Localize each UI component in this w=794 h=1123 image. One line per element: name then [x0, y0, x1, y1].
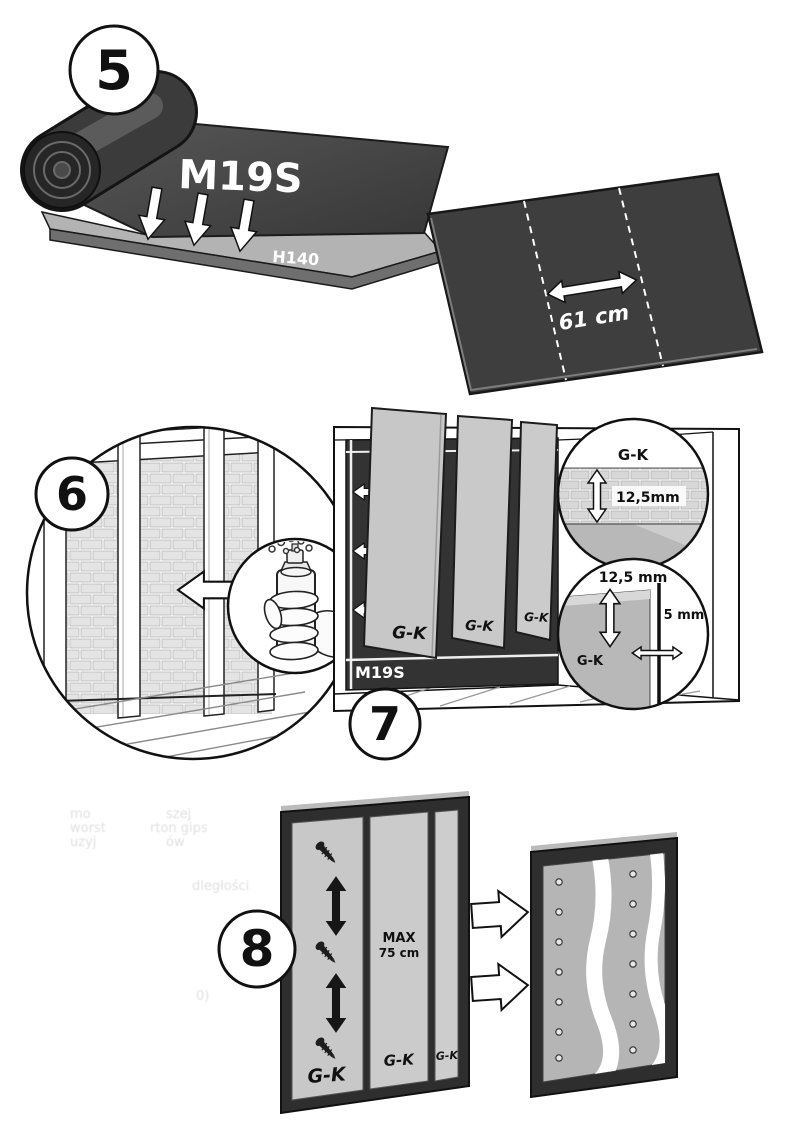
gk-panel: [369, 811, 429, 1090]
roll-material-label: M19S: [178, 152, 304, 202]
material-roll: [20, 70, 198, 212]
step7-badge: 7: [348, 687, 422, 761]
step6-section: 6: [25, 425, 364, 761]
wall-stud: [117, 428, 141, 719]
jointed-panel: [530, 832, 678, 1099]
gk-panel: G-K: [514, 420, 559, 642]
svg-text:dległości: dległości: [192, 879, 249, 894]
step7-section: M19S G-K G-K G-K: [333, 406, 740, 761]
wall-material-label: M19S: [355, 663, 405, 682]
joint-compound-stripe: [644, 853, 665, 1077]
svg-text:worst: worst: [70, 821, 106, 836]
gk-panel: G-K: [450, 414, 514, 650]
gk-panel-label: G-K: [465, 618, 495, 635]
next-step-arrow-icon: [469, 888, 531, 940]
detail-inset-gap: 5 mm G-K 12,5 mm: [556, 557, 710, 711]
gk-panel-label: G-K: [307, 1063, 348, 1088]
step7-number: 7: [369, 697, 401, 751]
joint-compound-stripe: [586, 853, 620, 1082]
max-spacing-line1: MAX: [382, 931, 415, 946]
thickness-label: 12,5mm: [616, 490, 680, 506]
svg-text:rton gips: rton gips: [150, 821, 208, 836]
gk-panel-label: G-K: [524, 610, 550, 625]
svg-text:uzyj: uzyj: [70, 835, 96, 850]
max-spacing-line2: 75 cm: [379, 946, 420, 960]
svg-text:szej: szej: [166, 807, 191, 822]
gk-panel-label: G-K: [383, 1050, 415, 1070]
wall-stud: [203, 427, 225, 717]
next-step-arrow-icon: [469, 961, 531, 1013]
detail-board-label: G-K: [618, 446, 650, 464]
step8-badge: 8: [217, 909, 297, 989]
step5-badge: 5: [68, 24, 160, 116]
gk-panel-label: G-K: [392, 623, 429, 644]
thickness-label: 12,5 mm: [599, 570, 668, 586]
detail-inset-thickness: 12,5mm G-K: [556, 417, 710, 571]
step5-number: 5: [95, 39, 133, 102]
step8-section: mo szej worst rton gips uzyj ów dległośc…: [70, 791, 678, 1115]
svg-text:ów: ów: [166, 835, 185, 850]
svg-text:0): 0): [196, 989, 209, 1004]
gk-panel: G-K: [362, 406, 448, 660]
step5-section: M19S H140 5 61 cm: [20, 24, 764, 396]
step6-number: 6: [56, 467, 88, 521]
gk-panel: [291, 816, 364, 1101]
board-type-label: H140: [272, 247, 320, 269]
hand-fingers: [263, 590, 319, 661]
faint-background-text: mo szej worst rton gips uzyj ów dległośc…: [70, 807, 249, 1004]
detail-board-label: G-K: [577, 654, 604, 669]
cut-panel: 61 cm: [426, 172, 764, 396]
gap-label: 5 mm: [664, 608, 705, 623]
step6-badge: 6: [34, 456, 110, 532]
screw-head-dots: [555, 870, 637, 1062]
spray-cloud: [268, 541, 313, 555]
gk-panel: [434, 809, 459, 1082]
svg-text:mo: mo: [70, 807, 91, 822]
step8-number: 8: [240, 920, 275, 978]
gk-panel-label: G-K: [435, 1049, 459, 1063]
screwed-panel-assembly: MAX 75 cm G-K G-K G-K: [280, 791, 470, 1115]
